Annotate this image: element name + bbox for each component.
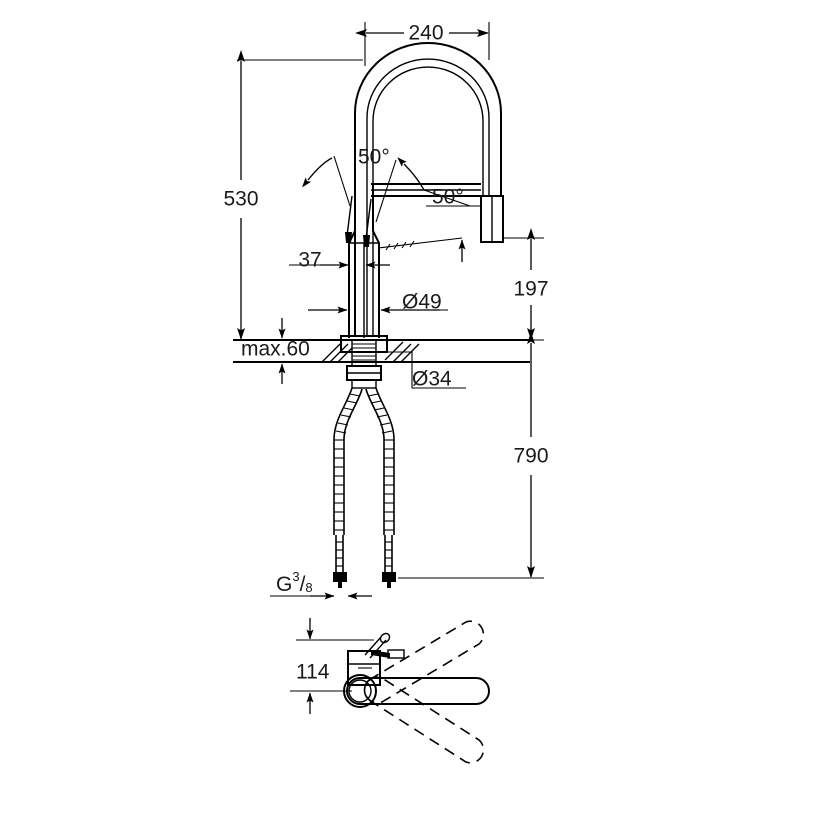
dimension-label-197: 197 bbox=[513, 278, 548, 301]
spout-outer-arc bbox=[354, 42, 502, 335]
dimension-d49-group: Ø49 bbox=[308, 291, 448, 314]
spout-arc-inner-wall bbox=[372, 66, 484, 336]
lever-handle-grip bbox=[345, 232, 352, 243]
shank-thread-marks bbox=[352, 343, 376, 361]
flexible-hose-left bbox=[333, 387, 363, 588]
dimension-label-530: 530 bbox=[223, 188, 258, 211]
angle-leader-mid bbox=[375, 159, 397, 223]
hose-left-inner bbox=[343, 388, 363, 535]
dimension-label-max60: max.60 bbox=[241, 338, 310, 361]
leader-line-d34 bbox=[370, 351, 466, 389]
pulldown-leader-braid bbox=[385, 240, 415, 251]
top-plan-view bbox=[343, 620, 490, 764]
angle-leader-lower bbox=[423, 189, 471, 207]
lever-handle-shaft-second bbox=[365, 198, 372, 240]
dimension-37-group: 37 bbox=[289, 249, 390, 272]
worktop-hatch-left bbox=[321, 343, 353, 363]
angle-annotation-group: 50° 50° bbox=[302, 146, 482, 262]
dimension-label-d49: Ø49 bbox=[402, 291, 442, 314]
hose-right-braid bbox=[367, 393, 394, 531]
lever-plan-grip bbox=[371, 650, 390, 658]
angle-label-lower: 50° bbox=[432, 186, 464, 209]
dimension-label-g38-prefix: G3/8 bbox=[276, 569, 313, 595]
spray-button-plan bbox=[387, 649, 405, 659]
lever-plan-knob bbox=[379, 632, 391, 644]
hose-left-tail-marks bbox=[336, 541, 343, 567]
spout-rotated-position-lower bbox=[363, 676, 485, 764]
cartridge-housing-plan bbox=[347, 650, 381, 686]
hose-left-braid bbox=[334, 393, 361, 531]
dimension-label-37: 37 bbox=[298, 249, 321, 272]
flexible-hose-right bbox=[365, 387, 396, 588]
hose-right-end-fitting bbox=[382, 572, 396, 588]
hose-right-inner bbox=[365, 388, 385, 535]
hose-right-outer bbox=[375, 387, 395, 535]
spout-inner-arc bbox=[366, 58, 490, 335]
hose-left-end-fitting bbox=[333, 572, 347, 588]
hose-right-tail-marks bbox=[385, 541, 392, 567]
worktop-hatch-right bbox=[384, 341, 420, 363]
angle-leader-upper-left bbox=[333, 155, 351, 207]
dimension-240-group: 240 bbox=[355, 22, 490, 66]
dimension-label-d34: Ø34 bbox=[412, 368, 452, 391]
angle-label-upper: 50° bbox=[358, 146, 390, 169]
angle-arc-arrow-mid bbox=[397, 157, 425, 191]
dimension-197-group: 197 bbox=[388, 228, 549, 341]
spout-rotated-position-upper bbox=[363, 620, 485, 704]
dimension-max60-group: max.60 bbox=[241, 318, 322, 384]
dimension-d34-group: Ø34 bbox=[370, 351, 466, 391]
front-elevation-view bbox=[233, 42, 530, 588]
lever-plan-shaft bbox=[364, 636, 382, 656]
dimension-g38-group: G3/8 bbox=[270, 569, 372, 600]
lever-handle-shaft bbox=[346, 195, 353, 237]
dimension-790-group: 790 bbox=[398, 332, 549, 579]
dimension-label-240: 240 bbox=[408, 22, 443, 45]
lever-handle-grip-second bbox=[363, 235, 370, 247]
dimension-114-group: 114 bbox=[290, 618, 374, 714]
hose-left-outer bbox=[333, 387, 353, 535]
pulldown-leader-line bbox=[377, 237, 463, 249]
angle-arc-arrow-upper-left bbox=[302, 157, 333, 188]
dimension-530-group: 530 bbox=[223, 50, 363, 341]
dimension-label-790: 790 bbox=[513, 445, 548, 468]
dimension-label-114: 114 bbox=[296, 661, 330, 684]
nut-collar bbox=[351, 379, 377, 389]
